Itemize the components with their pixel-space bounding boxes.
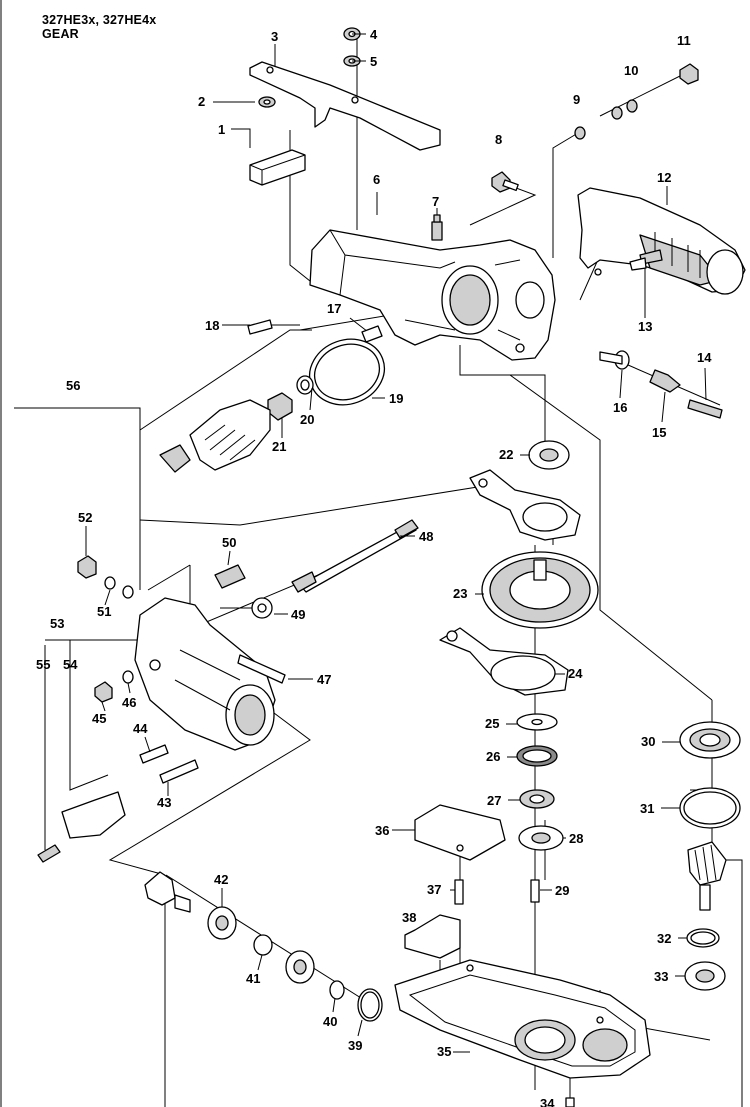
guard <box>61 791 126 839</box>
leader-lines <box>14 34 743 1107</box>
callout-42: 42 <box>214 872 228 887</box>
callout-47: 47 <box>317 672 331 687</box>
model-title: 327HE3x, 327HE4x <box>42 13 157 27</box>
callout-43: 43 <box>157 795 171 810</box>
callout-50: 50 <box>222 535 236 550</box>
callout-34: 34 <box>540 1096 555 1107</box>
callout-26: 26 <box>486 749 500 764</box>
callout-52: 52 <box>78 510 92 525</box>
callout-5: 5 <box>370 54 377 69</box>
label-ticks <box>85 33 707 1053</box>
callout-23: 23 <box>453 586 467 601</box>
callout-51: 51 <box>97 604 111 619</box>
callout-7: 7 <box>432 194 439 209</box>
callout-19: 19 <box>389 391 403 406</box>
callout-44: 44 <box>133 721 148 736</box>
callout-55: 55 <box>36 657 50 672</box>
callout-53: 53 <box>50 616 64 631</box>
callout-16: 16 <box>613 400 627 415</box>
callout-12: 12 <box>657 170 671 185</box>
callout-25: 25 <box>485 716 499 731</box>
callout-32: 32 <box>657 931 671 946</box>
callout-46: 46 <box>122 695 136 710</box>
callout-40: 40 <box>323 1014 337 1029</box>
callout-48: 48 <box>419 529 433 544</box>
callout-36: 36 <box>375 823 389 838</box>
callout-54: 54 <box>63 657 78 672</box>
callout-3: 3 <box>271 29 278 44</box>
parts <box>37 27 746 1107</box>
callout-33: 33 <box>654 969 668 984</box>
callout-4: 4 <box>370 27 378 42</box>
helical-pinion <box>687 841 727 886</box>
callout-24: 24 <box>568 666 583 681</box>
callout-1: 1 <box>218 122 225 137</box>
callout-6: 6 <box>373 172 380 187</box>
callout-28: 28 <box>569 831 583 846</box>
callout-labels: 3 4 5 2 1 11 10 9 8 12 6 7 13 17 18 14 5… <box>36 27 712 1107</box>
callout-15: 15 <box>652 425 666 440</box>
callout-17: 17 <box>327 301 341 316</box>
section-title: GEAR <box>42 27 79 41</box>
callout-14: 14 <box>697 350 712 365</box>
callout-56: 56 <box>66 378 80 393</box>
callout-30: 30 <box>641 734 655 749</box>
callout-20: 20 <box>300 412 314 427</box>
callout-13: 13 <box>638 319 652 334</box>
pinion-gear <box>144 871 176 906</box>
guide-bracket <box>414 804 506 861</box>
callout-8: 8 <box>495 132 502 147</box>
callout-9: 9 <box>573 92 580 107</box>
callout-35: 35 <box>437 1044 451 1059</box>
callout-45: 45 <box>92 711 106 726</box>
callout-38: 38 <box>402 910 416 925</box>
callout-39: 39 <box>348 1038 362 1053</box>
callout-31: 31 <box>640 801 654 816</box>
callout-10: 10 <box>624 63 638 78</box>
block-part <box>249 149 306 186</box>
gear-housing <box>309 229 556 361</box>
callout-11: 11 <box>677 33 691 48</box>
callout-37: 37 <box>427 882 441 897</box>
spacer-block <box>404 914 461 959</box>
shaft <box>299 524 417 593</box>
callout-29: 29 <box>555 883 569 898</box>
callout-41: 41 <box>246 971 260 986</box>
callout-22: 22 <box>499 447 513 462</box>
bracket-plate <box>249 61 441 151</box>
callout-2: 2 <box>198 94 205 109</box>
callout-21: 21 <box>272 439 286 454</box>
callout-49: 49 <box>291 607 305 622</box>
callout-18: 18 <box>205 318 219 333</box>
bevel-gear <box>189 399 271 471</box>
callout-27: 27 <box>487 793 501 808</box>
